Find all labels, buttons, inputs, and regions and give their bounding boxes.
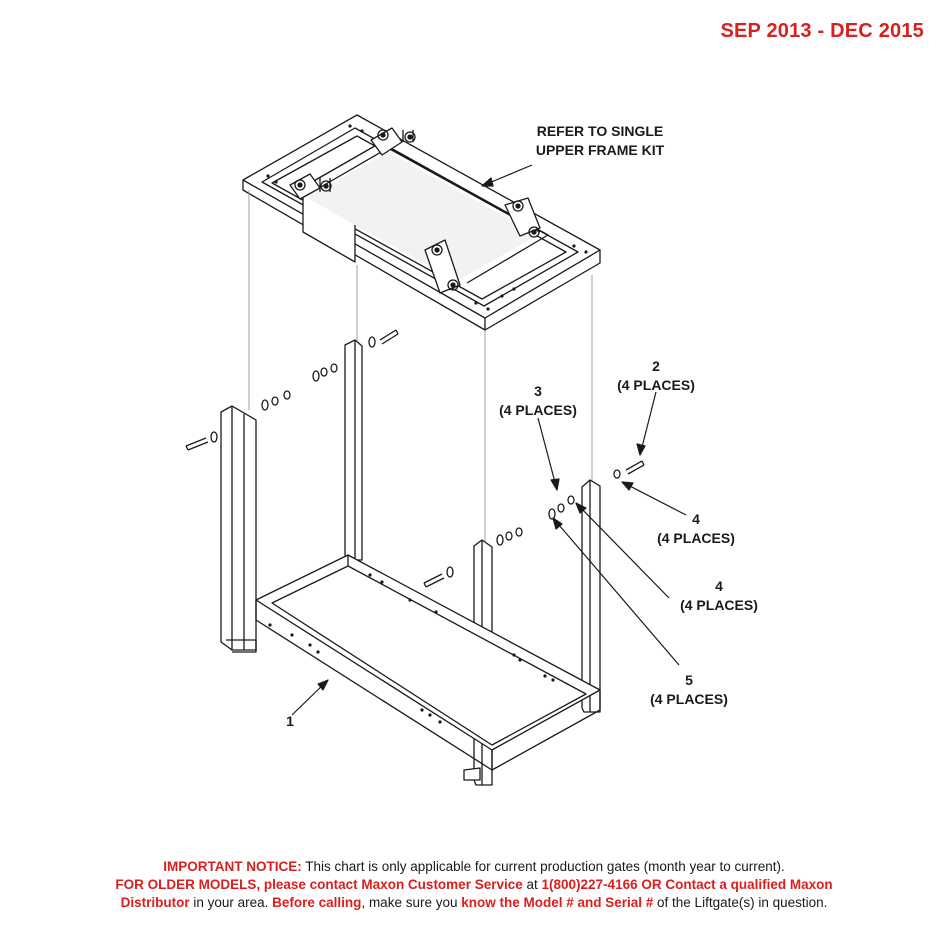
notice-line-1: IMPORTANT NOTICE: This chart is only app… [20, 858, 928, 876]
callout-part-4-upper-qty: (4 PLACES) [657, 530, 735, 546]
callout-part-4-lower-number: 4 [715, 578, 723, 594]
notice-line-2: FOR OLDER MODELS, please contact Maxon C… [20, 876, 928, 894]
notice-model-serial: know the Model # and Serial # [461, 895, 654, 910]
callout-part-3: 3 (4 PLACES) [482, 382, 594, 420]
hardware-right [423, 460, 645, 588]
notice-line-3-text-a: in your area. [189, 895, 273, 910]
callout-part-1: 1 [280, 712, 300, 731]
upper-frame-brackets [289, 127, 541, 294]
callout-part-5: 5 (4 PLACES) [633, 671, 745, 709]
callout-part-2: 2 (4 PLACES) [600, 357, 712, 395]
callout-part-4-upper-number: 4 [692, 511, 700, 527]
notice-line-3: Distributor in your area. Before calling… [20, 894, 928, 912]
callout-part-3-qty: (4 PLACES) [499, 402, 577, 418]
callout-upper-frame-line2: UPPER FRAME KIT [535, 142, 665, 158]
callout-upper-frame-kit: REFER TO SINGLE UPPER FRAME KIT [520, 122, 680, 160]
leader-arrows [291, 164, 687, 716]
callout-part-1-number: 1 [286, 713, 294, 729]
callout-part-2-number: 2 [652, 358, 660, 374]
date-range-heading: SEP 2013 - DEC 2015 [720, 20, 924, 42]
notice-line-1-text: This chart is only applicable for curren… [301, 859, 785, 874]
callout-part-5-number: 5 [685, 672, 693, 688]
alignment-lines [248, 190, 593, 545]
notice-line-3-text-b: , make sure you [361, 895, 462, 910]
notice-line-3-text-c: of the Liftgate(s) in question. [653, 895, 828, 910]
callout-part-5-qty: (4 PLACES) [650, 691, 728, 707]
hardware-left [185, 329, 399, 451]
callout-part-4-upper: 4 (4 PLACES) [640, 510, 752, 548]
upper-frame-kit [242, 114, 601, 331]
notice-important-label: IMPORTANT NOTICE: [163, 859, 302, 874]
lower-frame [220, 339, 601, 786]
important-notice: IMPORTANT NOTICE: This chart is only app… [20, 858, 928, 912]
callout-part-2-qty: (4 PLACES) [617, 377, 695, 393]
notice-before-calling: Before calling [272, 895, 362, 910]
callout-part-3-number: 3 [534, 383, 542, 399]
callout-part-4-lower: 4 (4 PLACES) [663, 577, 775, 615]
callout-part-4-lower-qty: (4 PLACES) [680, 597, 758, 613]
notice-distributor: Distributor [120, 895, 190, 910]
notice-older-models: FOR OLDER MODELS, please contact Maxon C… [115, 877, 523, 892]
notice-phone: 1(800)227-4166 OR Contact a qualified Ma… [541, 877, 833, 892]
notice-line-2-text: at [522, 877, 542, 892]
callout-upper-frame-line1: REFER TO SINGLE [536, 123, 664, 139]
